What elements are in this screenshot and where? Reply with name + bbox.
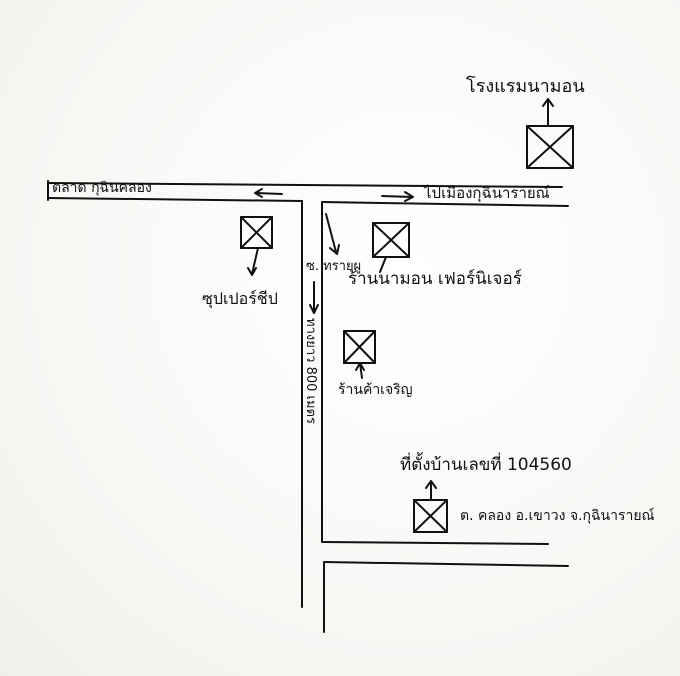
target-house-building-icon [413,480,448,533]
supermarket-building-icon [240,216,273,276]
supermarket-label: ซุปเปอร์ชีป [202,289,278,309]
arrow-east-icon [381,191,414,202]
hotel-label: โรงแรมนามอน [466,75,585,97]
side-shop-label: ร้านค้าเจริญ [338,382,413,398]
furniture-building-icon [372,222,410,273]
road-east-label: ไปเมืองกุฉินารายณ์ [423,184,550,203]
cross-road-bottom-edge [323,561,569,567]
soi-name-label: ซ. ทรายผู [306,259,361,274]
cross-road-top-edge [321,541,549,545]
soi-pointer-arrow-icon [325,213,340,255]
side-shop-building-icon [343,330,376,379]
target-location-label: ต. คลอง อ.เขาวง จ.กุฉินารายณ์ [460,507,655,524]
road-west-label: ตลาด กุฉินคลอง [52,180,152,196]
target-address-label: ที่ตั้งบ้านเลขที่ 104560 [400,452,572,475]
furniture-label: ร้านนามอน เฟอร์นิเจอร์ [348,269,522,289]
main-road-top-edge [47,182,563,188]
arrow-west-icon [254,188,283,198]
arrow-down-soi-icon [309,281,319,314]
main-road-bottom-edge-west [47,197,303,202]
main-road-bottom-edge-east [321,201,569,207]
hotel-building-icon [526,98,574,169]
soi-distance-label: ทางยาว 800 เมตร [303,318,318,424]
